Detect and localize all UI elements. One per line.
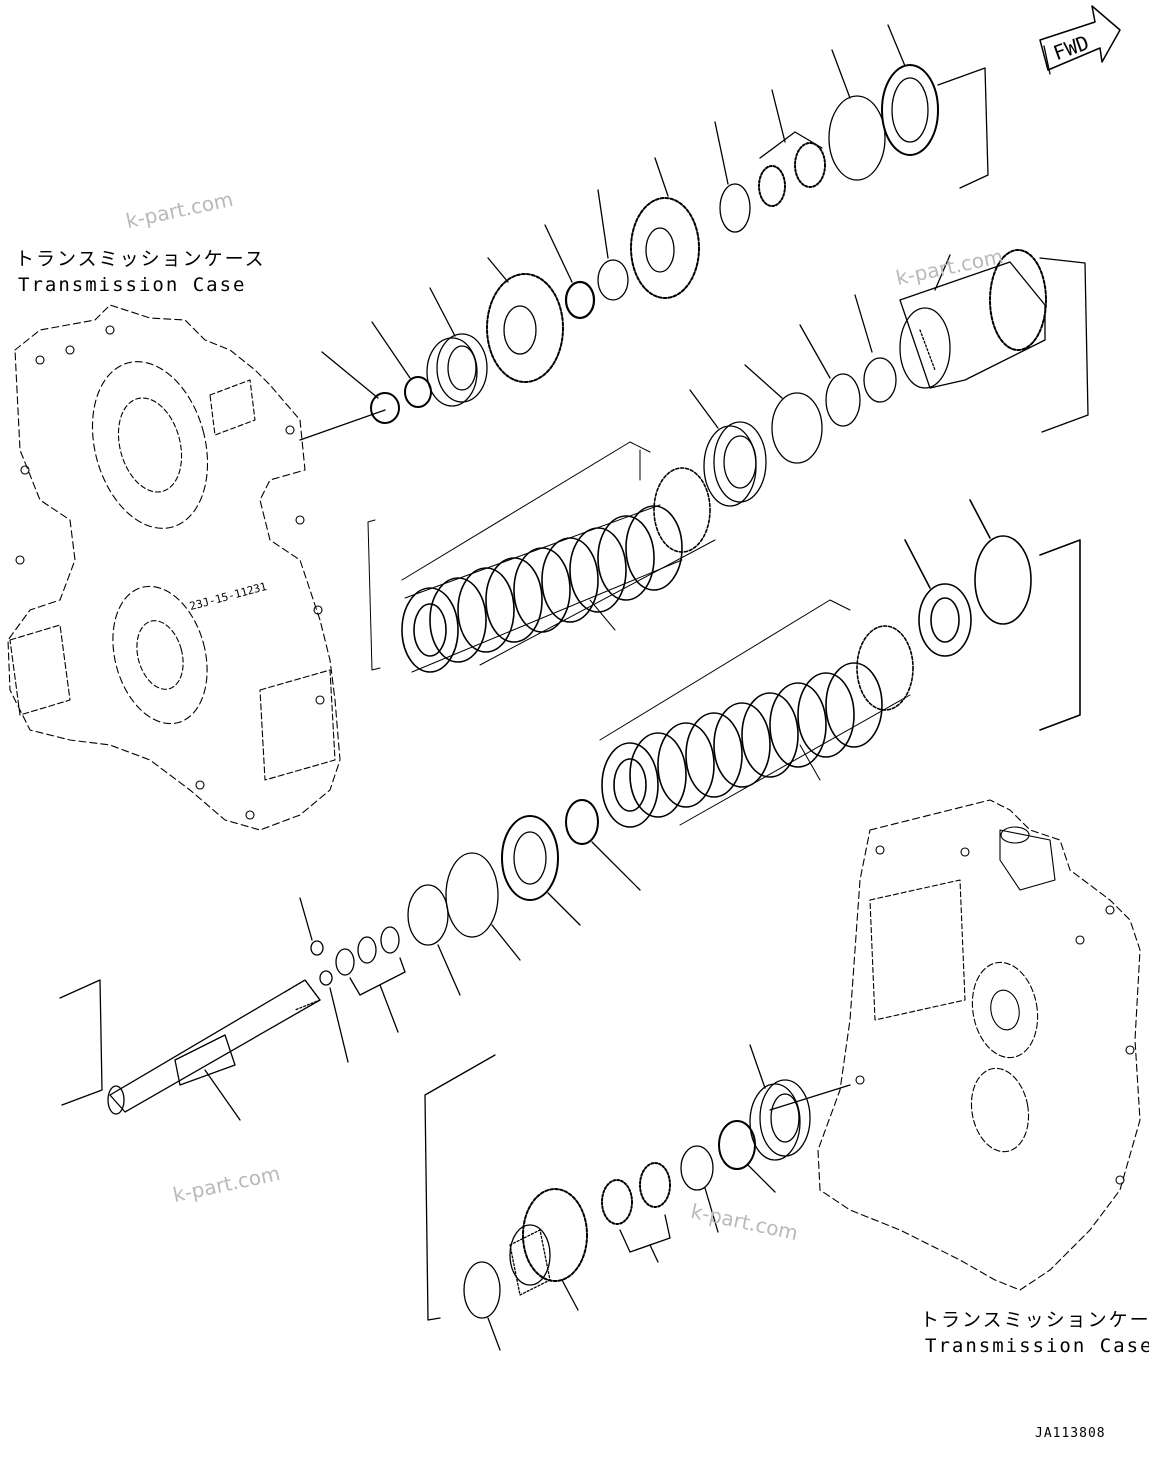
drawing-code: JA113808 <box>1035 1426 1106 1441</box>
transmission-case-right <box>817 799 1141 1291</box>
upper-clutch-pack <box>367 441 716 673</box>
case-marking: 23J-15-11231 <box>188 580 268 613</box>
fwd-arrow-icon: FWD <box>1039 5 1121 75</box>
case-right-leader-line <box>769 1084 851 1111</box>
case-left-label-en: Transmission Case <box>18 274 247 296</box>
lower-shaft-parts <box>59 799 641 1121</box>
case-left-leader-line <box>299 409 386 441</box>
case-right-label-jp: トランスミッションケース <box>920 1309 1149 1331</box>
case-right-label-en: Transmission Case <box>925 1335 1149 1357</box>
fwd-text: FWD <box>1050 30 1092 65</box>
transmission-case-left: 23J-15-11231 <box>7 304 341 831</box>
upper-shaft-parts <box>321 24 989 424</box>
clutch-drum-parts <box>689 249 1089 507</box>
lower-clutch-pack <box>599 499 1081 828</box>
case-left-label-jp: トランスミッションケース <box>15 248 266 270</box>
output-parts <box>424 1044 811 1351</box>
